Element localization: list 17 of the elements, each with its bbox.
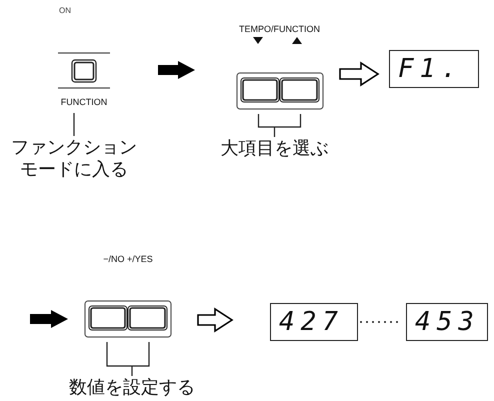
- annotation-text: 大項目を選ぶ: [212, 137, 337, 161]
- button-label: −/NO +/YES: [102, 254, 154, 264]
- leader-line: [73, 113, 75, 136]
- bracket-leader-line: [106, 341, 150, 377]
- lcd-display: 453: [406, 303, 488, 341]
- indicator-label: ON: [59, 6, 71, 15]
- annotation-text: 数値を設定する: [66, 376, 198, 400]
- lcd-display: F1.: [389, 50, 479, 88]
- bracket-leader-line: [258, 113, 302, 138]
- button-label: FUNCTION: [60, 97, 108, 107]
- block-arrow: [30, 310, 68, 328]
- annotation-text: ファンクションモードに入る: [10, 136, 138, 182]
- button-label: TEMPO/FUNCTION: [238, 24, 321, 34]
- lcd-display: 427: [270, 303, 358, 341]
- block-arrow: [197, 308, 234, 332]
- block-arrow: [158, 61, 195, 79]
- block-arrow: [339, 62, 380, 86]
